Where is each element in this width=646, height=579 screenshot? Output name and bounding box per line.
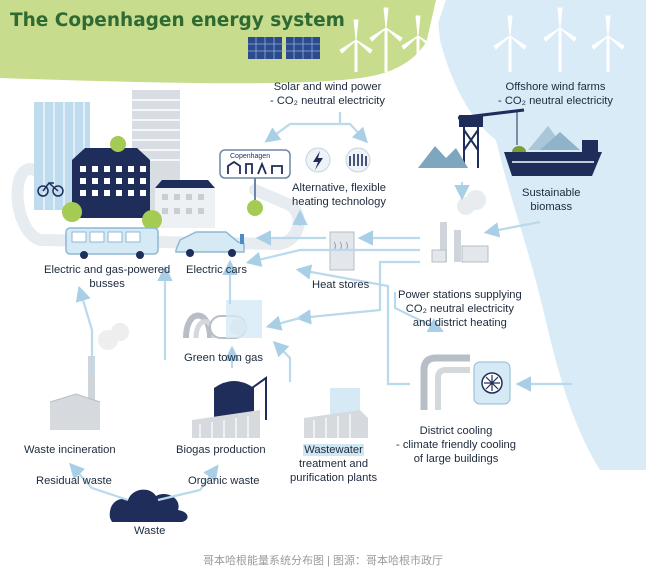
town-gas-plant-icon	[183, 300, 262, 339]
label-solar-wind-power: Solar and wind power - CO₂ neutral elect…	[270, 80, 385, 108]
lightning-icon	[305, 147, 331, 173]
label-biogas-production: Biogas production	[176, 443, 266, 457]
label-electric-cars: Electric cars	[186, 263, 247, 277]
label-line: Heat stores	[312, 279, 370, 291]
label-line: - climate friendly cooling	[396, 439, 517, 451]
label-line: Power stations supplying	[398, 289, 522, 301]
flow-arrows	[69, 112, 572, 502]
label-line: Electric and gas-powered	[44, 264, 171, 276]
image-caption: 哥本哈根能量系统分布图 | 图源：哥本哈根市政厅	[203, 555, 443, 567]
label-line: heating technology	[292, 196, 386, 208]
waste-incinerator-icon	[49, 323, 129, 430]
label-power-stations: Power stations supplying CO₂ neutral ele…	[398, 288, 522, 330]
label-green-town-gas: Green town gas	[184, 351, 263, 365]
label-line: District cooling	[419, 425, 493, 437]
white-land-edge	[420, 0, 446, 70]
label-line: busses	[89, 278, 125, 290]
label-line: Electric cars	[186, 264, 247, 276]
label-line: - CO₂ neutral electricity	[498, 95, 614, 107]
label-wastewater-plants: Wastewater treatment and purification pl…	[290, 443, 377, 485]
label-line: Alternative, flexible	[292, 182, 386, 194]
wastewater-plant-icon	[304, 388, 368, 438]
label-line: Waste incineration	[24, 444, 116, 456]
power-station-icon	[431, 190, 489, 263]
label-line: of large buildings	[413, 453, 499, 465]
label-line: Offshore wind farms	[505, 81, 606, 93]
label-residual-waste: Residual waste	[36, 474, 112, 488]
label-busses: Electric and gas-powered busses	[44, 263, 170, 291]
bus-icon	[65, 227, 159, 259]
electric-car-icon	[175, 231, 245, 257]
solar-panels-icon	[248, 37, 320, 59]
label-organic-waste: Organic waste	[188, 474, 260, 488]
diagram-title: The Copenhagen energy system	[10, 10, 345, 31]
waste-pile-icon	[109, 489, 188, 522]
label-heat-stores: Heat stores	[312, 278, 369, 292]
label-offshore-wind-farms: Offshore wind farms - CO₂ neutral electr…	[498, 80, 613, 108]
sea-region	[436, 0, 646, 470]
label-line: Wastewater	[290, 443, 377, 457]
trees-icon	[62, 136, 263, 230]
wind-turbines-icon	[339, 7, 435, 72]
label-line: Solar and wind power	[273, 81, 382, 93]
label-line: CO₂ neutral electricity	[405, 303, 514, 315]
harbour-crane-icon	[457, 108, 525, 168]
cargo-ship-icon	[504, 126, 602, 176]
label-line: Organic waste	[188, 475, 260, 487]
label-district-cooling: District cooling - climate friendly cool…	[396, 424, 516, 466]
label-sustainable-biomass: Sustainable biomass	[522, 186, 580, 214]
label-alternative-heating: Alternative, flexible heating technology	[292, 181, 386, 209]
label-waste-incineration: Waste incineration	[24, 443, 116, 457]
biomass-pile-icon	[512, 146, 526, 152]
mountains-icon	[418, 146, 468, 168]
city-buildings-icon	[34, 90, 215, 228]
label-line: Green town gas	[184, 352, 263, 364]
label-line: - CO₂ neutral electricity	[270, 95, 386, 107]
copenhagen-sign-text: Copenhagen	[230, 153, 271, 160]
label-line: Waste	[134, 525, 166, 537]
label-line: biomass	[530, 201, 573, 213]
district-cooling-plant-icon	[420, 354, 511, 410]
label-line: Sustainable	[522, 187, 581, 199]
label-line: Residual waste	[36, 475, 112, 487]
label-waste: Waste	[134, 524, 165, 538]
copenhagen-sign-icon	[219, 149, 291, 200]
label-line: purification plants	[290, 472, 378, 484]
biogas-digester-icon	[192, 376, 267, 438]
label-line: treatment and	[299, 458, 369, 470]
label-line: and district heating	[412, 317, 507, 329]
offshore-wind-turbines-icon	[493, 7, 625, 72]
wastewater-highlight: Wastewater	[303, 444, 364, 456]
label-line: Biogas production	[176, 444, 266, 456]
green-land-region	[0, 0, 446, 84]
bicycle-icon	[37, 181, 64, 197]
heater-icon	[345, 147, 371, 173]
